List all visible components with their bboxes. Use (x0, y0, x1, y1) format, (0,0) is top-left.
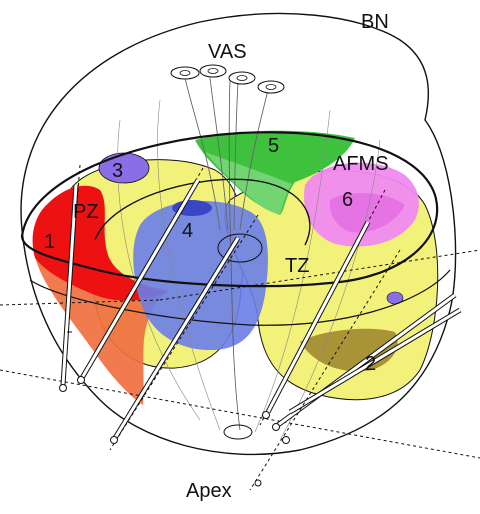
needle-6 (249, 249, 462, 491)
vas-tube-4-hole (265, 84, 277, 90)
needle-1 (59, 164, 81, 392)
region-5-light (205, 152, 292, 215)
region-4-blue (133, 201, 268, 350)
apex-ring (223, 424, 253, 440)
needle-3 (109, 214, 259, 451)
label-region-2: 2 (365, 353, 376, 375)
dashed-plane-upper (0, 249, 480, 306)
needle-2 (77, 167, 204, 386)
apex-dot (254, 479, 262, 487)
gland-base-inner (94, 178, 311, 246)
vas-tube-2 (199, 64, 227, 78)
label-region-6: 6 (342, 189, 353, 211)
needle-4 (259, 189, 386, 426)
region-3-purple (98, 152, 150, 184)
vas-tube-1 (170, 66, 200, 80)
label-region-5: 5 (268, 135, 279, 157)
label-tz: TZ (285, 255, 309, 277)
label-bn: BN (361, 11, 389, 33)
vas-tube-3 (228, 71, 256, 85)
vas-tube-2-hole (207, 68, 219, 74)
thin-contour-lines (117, 99, 381, 441)
label-region-3: 3 (112, 160, 123, 182)
label-pz: PZ (73, 201, 99, 223)
label-afms: AFMS (333, 153, 389, 175)
label-region-4: 4 (182, 220, 193, 242)
region-1-red (32, 185, 168, 301)
vas-tube-3-hole (236, 75, 248, 81)
vas-lines (184, 77, 269, 231)
urethra (228, 79, 241, 431)
vas-tube-4 (257, 80, 285, 94)
urethra-cross-section (217, 233, 263, 263)
label-apex: Apex (186, 480, 232, 502)
label-region-1: 1 (44, 231, 55, 253)
vas-tube-1-hole (179, 70, 191, 76)
gland-base-ellipse (20, 131, 439, 288)
label-vas: VAS (208, 41, 247, 63)
gland-mid-contour (29, 269, 451, 326)
region-5-green (195, 130, 355, 215)
